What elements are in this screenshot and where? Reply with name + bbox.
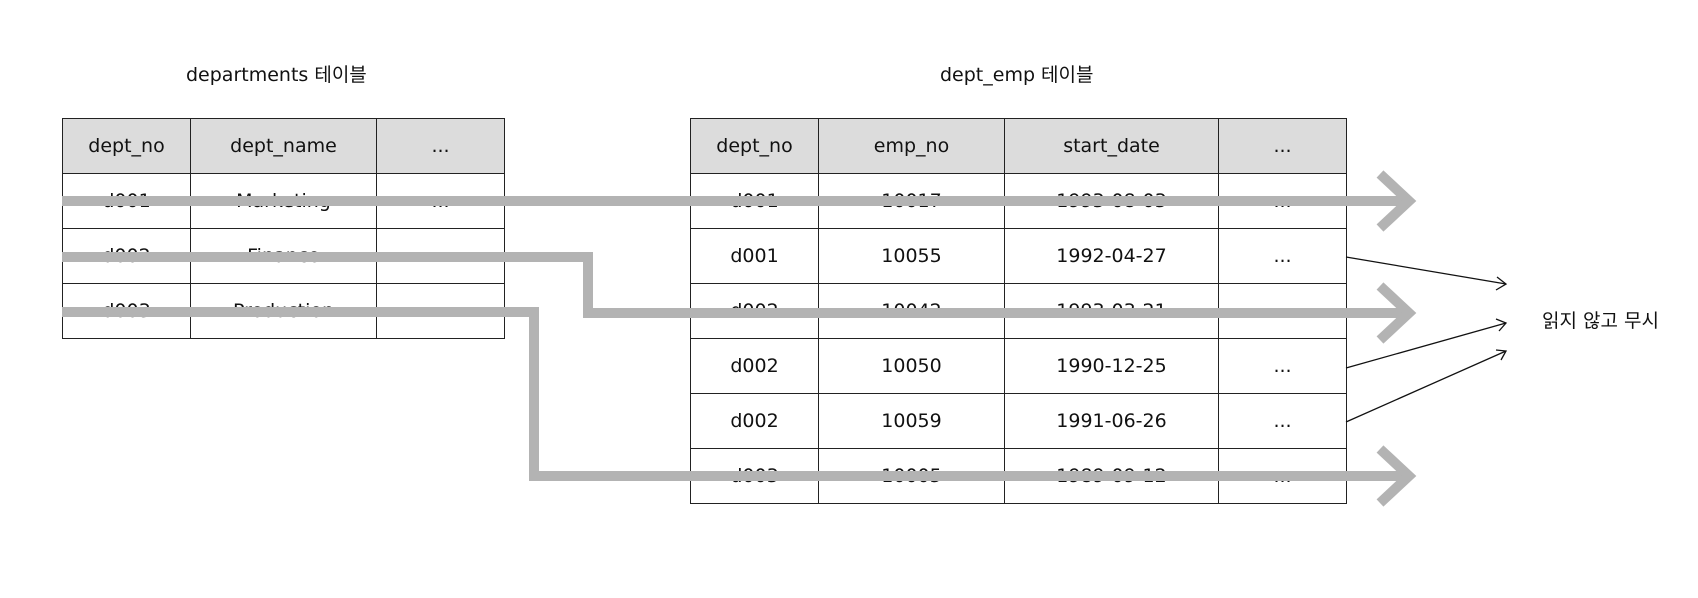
dept-emp-caption: dept_emp 테이블: [940, 64, 1094, 86]
table-cell: 10005: [818, 448, 1005, 504]
table-cell: 1990-12-25: [1004, 338, 1219, 394]
table-cell: 1989-09-12: [1004, 448, 1219, 504]
table-cell: d002: [690, 338, 819, 394]
table-cell: ...: [1218, 393, 1347, 449]
skip-arrow: [1345, 350, 1507, 423]
table-row: d001 10055 1992-04-27 ...: [690, 228, 1347, 284]
dept-emp-table: dept_no emp_no start_date ... d001 10017…: [690, 118, 1347, 504]
table-cell: ...: [1218, 338, 1347, 394]
table-cell: 1991-06-26: [1004, 393, 1219, 449]
table-row: d002 10050 1990-12-25 ...: [690, 338, 1347, 394]
table-row: d003 10005 1989-09-12 ...: [690, 448, 1347, 504]
table-cell: Marketing: [190, 173, 377, 229]
table-cell: ...: [1218, 173, 1347, 229]
column-header: start_date: [1004, 118, 1219, 174]
skip-arrows: [1345, 256, 1508, 423]
departments-table: dept_no dept_name ... d001 Marketing ...…: [62, 118, 505, 339]
arrowhead-icon: [1495, 276, 1508, 291]
column-header: dept_name: [190, 118, 377, 174]
skip-arrow: [1345, 322, 1507, 369]
table-row: d003 Production ...: [62, 283, 505, 339]
table-cell: Production: [190, 283, 377, 339]
table-cell: d003: [62, 283, 191, 339]
table-cell: d002: [690, 283, 819, 339]
table-cell: 1993-08-03: [1004, 173, 1219, 229]
column-header: emp_no: [818, 118, 1005, 174]
table-row: d001 Marketing ...: [62, 173, 505, 229]
arrowhead-icon: [1495, 318, 1508, 332]
table-cell: ...: [376, 228, 505, 284]
column-header: dept_no: [62, 118, 191, 174]
table-cell: ...: [1218, 283, 1347, 339]
departments-caption: departments 테이블: [186, 64, 367, 86]
table-row: d001 10017 1993-08-03 ...: [690, 173, 1347, 229]
ignore-label: 읽지 않고 무시: [1542, 310, 1659, 332]
table-cell: d002: [690, 393, 819, 449]
table-cell: ...: [376, 173, 505, 229]
table-cell: ...: [1218, 228, 1347, 284]
flow-arrowhead-icon: [1376, 445, 1417, 507]
table-header-row: dept_no emp_no start_date ...: [690, 118, 1347, 174]
table-cell: 10050: [818, 338, 1005, 394]
table-cell: 1992-04-27: [1004, 228, 1219, 284]
table-cell: 10017: [818, 173, 1005, 229]
column-header: dept_no: [690, 118, 819, 174]
arrowhead-icon: [1495, 349, 1508, 361]
table-cell: d002: [62, 228, 191, 284]
table-cell: d001: [690, 173, 819, 229]
table-cell: 1993-03-21: [1004, 283, 1219, 339]
table-row: d002 10059 1991-06-26 ...: [690, 393, 1347, 449]
table-cell: d001: [62, 173, 191, 229]
table-header-row: dept_no dept_name ...: [62, 118, 505, 174]
table-cell: d003: [690, 448, 819, 504]
table-cell: ...: [1218, 448, 1347, 504]
table-row: d002 Finance ...: [62, 228, 505, 284]
table-cell: d001: [690, 228, 819, 284]
flow-arrowhead-icon: [1376, 282, 1417, 344]
table-cell: ...: [376, 283, 505, 339]
table-cell: 10059: [818, 393, 1005, 449]
column-header: ...: [1218, 118, 1347, 174]
skip-arrow: [1345, 256, 1507, 285]
column-header: ...: [376, 118, 505, 174]
table-cell: 10042: [818, 283, 1005, 339]
table-row: d002 10042 1993-03-21 ...: [690, 283, 1347, 339]
table-cell: 10055: [818, 228, 1005, 284]
flow-arrowhead-icon: [1376, 170, 1417, 232]
table-cell: Finance: [190, 228, 377, 284]
